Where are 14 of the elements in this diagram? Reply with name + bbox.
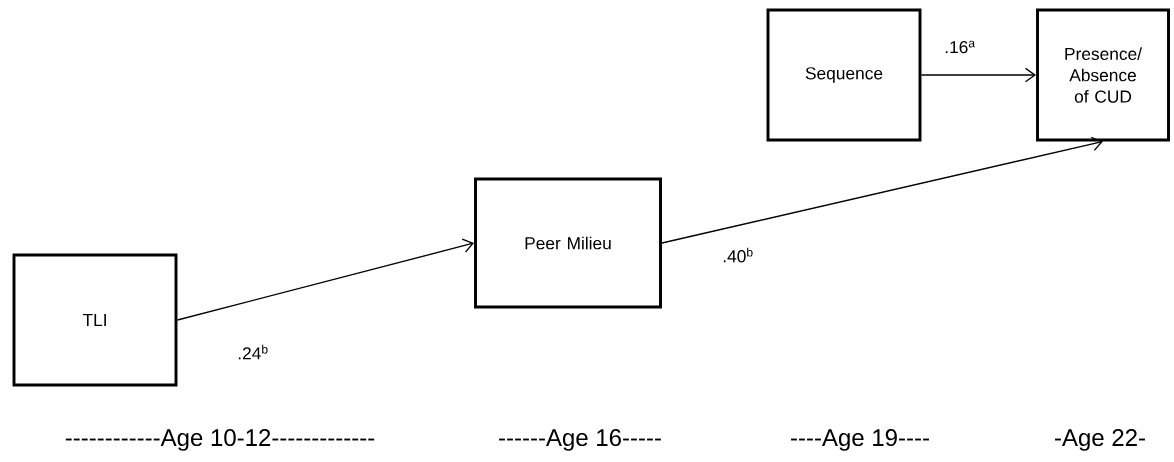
age-label: ----Age 19----	[791, 429, 929, 451]
process-box: Presence/ Absence of CUD	[1036, 8, 1170, 142]
arrow	[661, 136, 1103, 244]
edge-label: .24$^{b}$	[235, 343, 271, 361]
edge-label: .16$^{a}$	[942, 39, 978, 55]
arrow	[920, 67, 1037, 83]
age-label: ------------Age 10-12-------------	[65, 429, 375, 451]
arrow	[176, 238, 475, 321]
process-box: TLI	[12, 253, 178, 387]
age-label: ------Age 16-----	[499, 429, 661, 451]
age-label: -Age 22-	[1055, 429, 1145, 451]
process-box: Sequence	[766, 8, 922, 142]
process-box: Peer Milieu	[474, 177, 662, 309]
edge-label: .40$^{b}$	[720, 246, 756, 264]
